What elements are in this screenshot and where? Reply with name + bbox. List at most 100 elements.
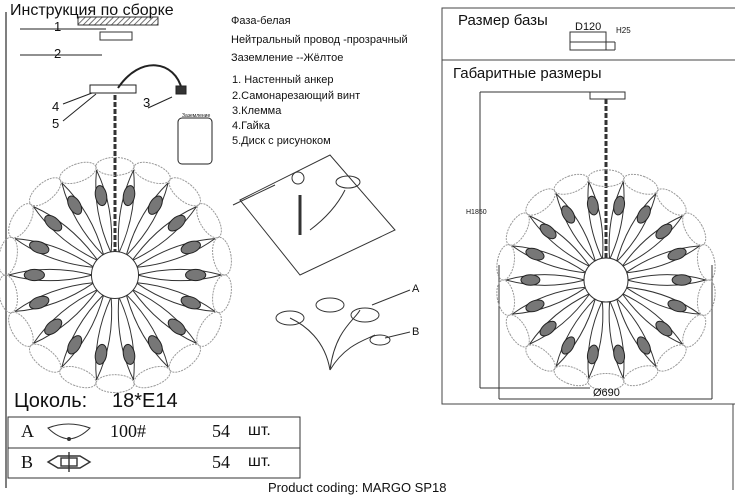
arm: [626, 274, 706, 281]
arm: [555, 297, 596, 367]
arm: [529, 293, 591, 345]
arm: [131, 206, 197, 262]
arm: [118, 296, 135, 380]
part-4: 4.Гайка: [232, 120, 270, 132]
crystal-leaf: [212, 236, 232, 276]
crystal-leaf: [656, 188, 687, 216]
arm: [529, 215, 591, 267]
crystal-pendant: [147, 195, 163, 215]
crystal-leaf: [212, 274, 232, 314]
crystal-pendant: [520, 274, 541, 286]
arm: [588, 181, 604, 260]
center-globe: [90, 250, 140, 300]
crystal-pendant: [29, 240, 50, 255]
part-5: 5.Диск с рисунокoм: [232, 135, 331, 147]
crystal-leaf: [623, 173, 659, 195]
crystal-pendant: [167, 214, 186, 232]
detail-label-b: B: [412, 326, 420, 338]
crystal-pendant: [23, 268, 45, 282]
arm: [609, 181, 625, 260]
crystal-pendant: [636, 205, 651, 224]
arm: [511, 286, 587, 315]
crystal-pendant: [667, 247, 687, 261]
wiring-phase: Фаза-белая: [231, 15, 291, 27]
crystal-leaf: [0, 274, 18, 314]
crystal-pendant: [67, 335, 83, 355]
dimensions-title: Габаритные размеры: [453, 65, 602, 82]
crystal-pendant: [655, 320, 673, 337]
crystal-leaf: [59, 365, 97, 389]
assembly-title: Инструкция по сборке: [10, 2, 174, 19]
arm: [587, 181, 603, 260]
wiring-ground: Заземление --Жёлтое: [231, 52, 344, 64]
crystal-leaf: [133, 161, 171, 185]
arm: [608, 181, 624, 260]
crystal-leaf: [696, 279, 716, 316]
crystal-leaf: [496, 244, 516, 281]
crystal-leaf: [168, 343, 202, 373]
crystal-pendant: [185, 268, 207, 282]
arm: [61, 294, 105, 368]
product-coding: Product coding: MARGO SP18: [268, 480, 447, 495]
crystal-leaf: [553, 173, 589, 195]
crystal-pendant: [539, 320, 557, 337]
detail-label-a: A: [412, 283, 420, 295]
arm: [529, 215, 591, 267]
arm: [529, 293, 591, 345]
base-size-drawing: [569, 31, 616, 51]
arm: [14, 282, 95, 312]
chandelier-drawing-left: [0, 95, 232, 394]
arm-detail-drawing: [275, 289, 411, 371]
arm: [587, 300, 603, 379]
arm: [616, 193, 657, 262]
arm: [96, 297, 113, 381]
crystal-leaf: [28, 177, 62, 207]
socket-value: 18*E14: [112, 390, 178, 412]
arm: [511, 245, 587, 274]
arm: [14, 282, 94, 312]
base-size-title: Размер базы: [458, 12, 548, 29]
arm: [616, 298, 657, 367]
arm: [512, 286, 587, 315]
parts-table-frame: [7, 416, 301, 479]
arm: [131, 289, 197, 344]
crystal-pendant: [44, 318, 63, 336]
arm: [506, 274, 586, 281]
arm: [625, 286, 700, 315]
chandelier-drawing-right: [496, 99, 716, 391]
socket-label: Цоколь:: [14, 390, 88, 412]
row-letter: A: [21, 421, 34, 441]
crystal-pendant: [671, 274, 692, 286]
crystal-pendant: [613, 195, 626, 216]
crystal-pendant: [94, 185, 108, 207]
crystal-pendant: [525, 299, 545, 313]
arm: [616, 193, 657, 263]
arm: [125, 294, 169, 368]
callout-5: 5: [52, 116, 60, 131]
arm: [95, 296, 112, 380]
row-code: 100#: [110, 421, 146, 441]
arm: [125, 182, 169, 256]
callout-1: 1: [54, 19, 62, 34]
crystal-pendant: [561, 336, 576, 355]
crystal-pendant: [655, 223, 673, 240]
row-unit: шт.: [248, 453, 271, 470]
arm: [135, 238, 216, 268]
crystal-pendant: [636, 336, 651, 355]
part-1: 1. Настенный анкер: [232, 74, 334, 86]
arm: [555, 298, 596, 367]
arm: [33, 288, 99, 344]
crystal-leaf: [133, 365, 171, 389]
crystal-pendant: [180, 240, 201, 255]
crystal-pendant: [147, 335, 163, 355]
arm: [626, 279, 706, 286]
arm: [14, 238, 95, 268]
crystal-leaf: [0, 236, 18, 276]
arm: [136, 238, 216, 268]
crystal-pendant: [67, 195, 83, 215]
arm: [621, 215, 683, 267]
inset-ground-label: Заземление: [182, 113, 211, 119]
arm: [61, 294, 105, 368]
arm: [609, 300, 625, 379]
